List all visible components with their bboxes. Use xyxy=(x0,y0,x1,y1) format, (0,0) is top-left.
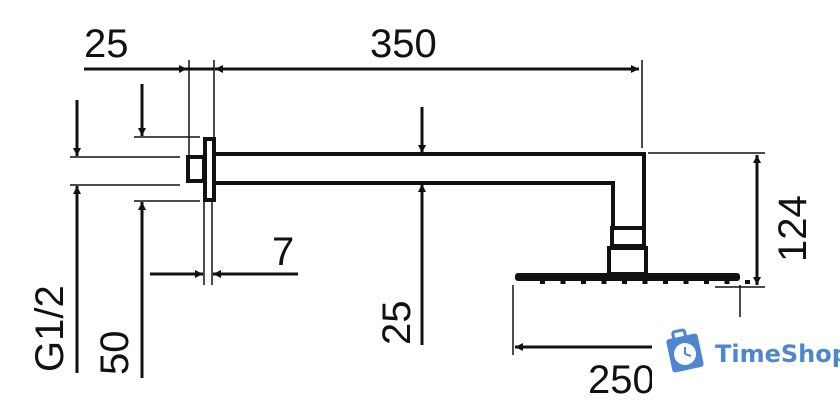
nozzle xyxy=(581,280,586,284)
extension-lines xyxy=(70,60,765,355)
label-flange-height: 50 xyxy=(93,331,137,376)
label-flange-thickness: 7 xyxy=(272,230,294,274)
label-head-width: 250 xyxy=(588,358,655,402)
watermark-text: TimeShop xyxy=(715,340,840,368)
nozzle xyxy=(724,280,730,284)
label-arm-length: 350 xyxy=(370,22,437,66)
clock-bag-icon xyxy=(666,328,704,373)
label-thread: G1/2 xyxy=(28,285,72,372)
nozzle xyxy=(663,280,668,284)
nozzle xyxy=(745,280,750,284)
nozzle xyxy=(704,280,709,284)
nozzle xyxy=(622,280,627,284)
wall-flange xyxy=(186,137,216,202)
nozzle xyxy=(642,280,648,284)
label-drop-height: 124 xyxy=(771,195,815,262)
nozzle xyxy=(540,280,545,284)
label-flange-offset: 25 xyxy=(84,22,129,66)
shower-head xyxy=(515,273,750,284)
nozzle xyxy=(601,280,607,284)
nozzle xyxy=(560,280,566,284)
label-arm-height: 25 xyxy=(375,301,419,346)
nozzle xyxy=(683,280,689,284)
